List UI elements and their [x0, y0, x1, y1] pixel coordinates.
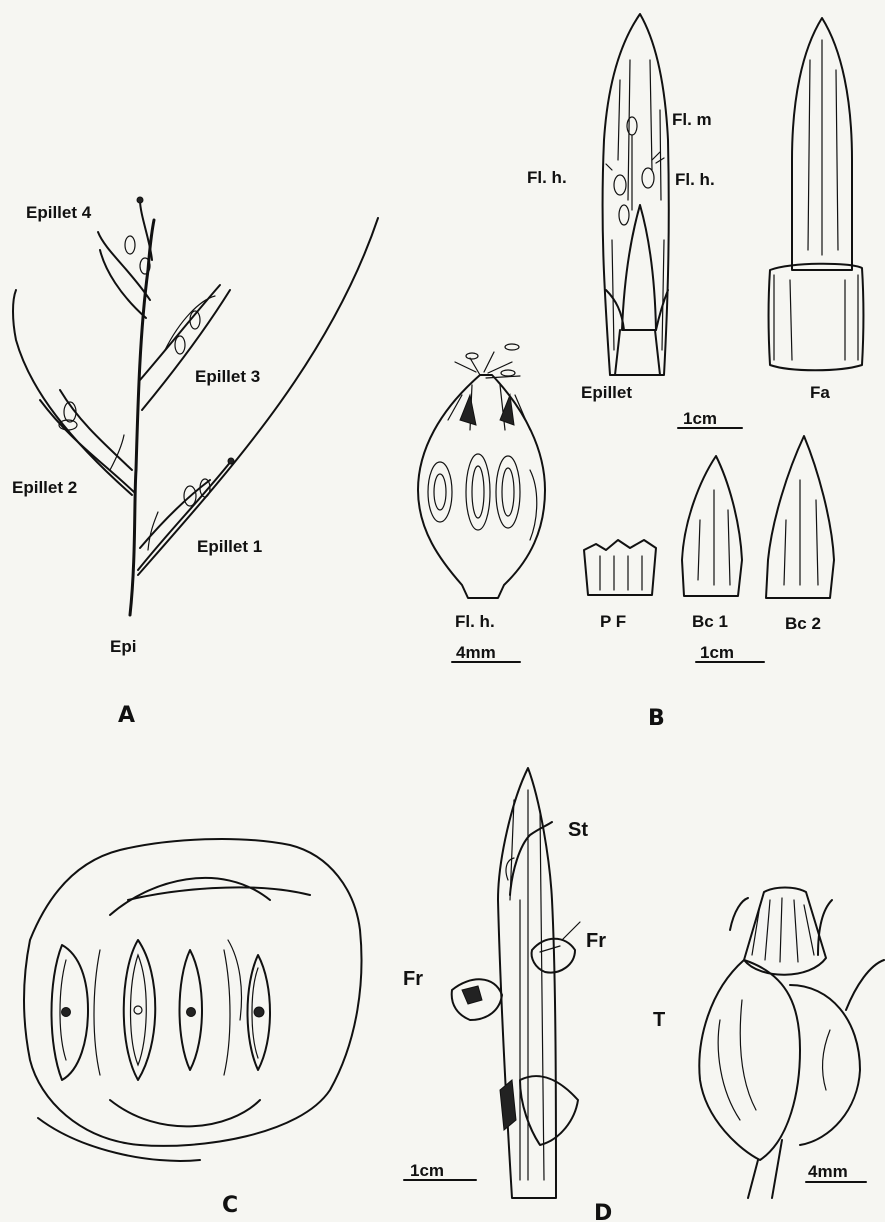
label-pf: P F: [600, 612, 626, 631]
label-epillet-4: Epillet 4: [26, 203, 92, 222]
label-fr-left: Fr: [403, 968, 423, 990]
label-epillet-3: Epillet 3: [195, 367, 260, 386]
panel-c-floral-diagram: [24, 839, 361, 1161]
panel-letter-d: D: [594, 1201, 612, 1222]
label-epillet-1: Epillet 1: [197, 537, 262, 556]
panel-letter-c: C: [222, 1193, 238, 1218]
label-epillet-2: Epillet 2: [12, 478, 77, 497]
scale-label-4mm-d: 4mm: [808, 1162, 848, 1181]
scale-label-4mm-b: 4mm: [456, 643, 496, 662]
label-fl-h-flower: Fl. h.: [455, 612, 495, 631]
label-fa: Fa: [810, 383, 830, 402]
label-fl-h-left: Fl. h.: [527, 168, 567, 187]
label-t: T: [653, 1009, 665, 1031]
panel-b-fa-drawing: [769, 18, 864, 370]
panel-a-drawing: [13, 197, 378, 615]
panel-d-stem-drawing: [452, 768, 580, 1198]
scale-label-1cm-top: 1cm: [683, 409, 717, 428]
label-epi: Epi: [110, 637, 136, 656]
scale-label-1cm-d: 1cm: [410, 1161, 444, 1180]
label-bc2: Bc 2: [785, 614, 821, 633]
panel-letter-b: B: [648, 706, 665, 731]
panel-b-bc1-drawing: [682, 456, 742, 596]
label-bc1: Bc 1: [692, 612, 728, 631]
panel-b-flower-drawing: [418, 344, 545, 598]
panel-b-pf-drawing: [584, 540, 656, 595]
panel-b-bc2-drawing: [766, 436, 834, 598]
label-fl-m: Fl. m: [672, 110, 712, 129]
label-fl-h-right: Fl. h.: [675, 170, 715, 189]
panel-letter-a: A: [118, 703, 135, 728]
label-fr-right: Fr: [586, 930, 606, 952]
label-st: St: [568, 819, 588, 841]
panel-b-epillet-drawing: [603, 14, 669, 375]
label-epillet: Epillet: [581, 383, 632, 402]
panel-d-fruit-t-drawing: [699, 888, 884, 1199]
scale-label-1cm-bottom: 1cm: [700, 643, 734, 662]
